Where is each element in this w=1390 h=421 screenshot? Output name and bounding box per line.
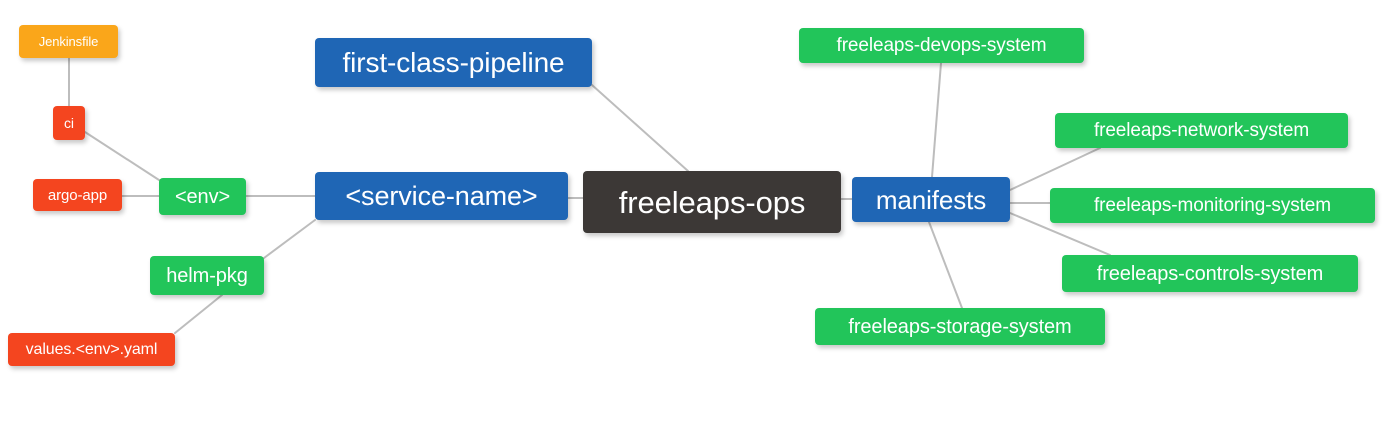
edge-service-name-to-helm-pkg — [263, 219, 316, 259]
edge-helm-pkg-to-values-yaml — [174, 294, 223, 334]
edge-ci-to-env — [84, 131, 160, 181]
edge-manifests-to-freeleaps-network-system — [1009, 147, 1101, 191]
node-ci[interactable]: ci — [53, 106, 85, 140]
node-first-class-pipeline[interactable]: first-class-pipeline — [315, 38, 592, 87]
node-jenkinsfile[interactable]: Jenkinsfile — [19, 25, 118, 58]
node-manifests[interactable]: manifests — [852, 177, 1010, 222]
node-freeleaps-devops-system[interactable]: freeleaps-devops-system — [799, 28, 1084, 63]
node-service-name[interactable]: <service-name> — [315, 172, 568, 220]
edge-manifests-to-freeleaps-storage-system — [928, 221, 963, 309]
node-freeleaps-monitoring-system[interactable]: freeleaps-monitoring-system — [1050, 188, 1375, 223]
node-argo-app[interactable]: argo-app — [33, 179, 122, 211]
node-freeleaps-ops[interactable]: freeleaps-ops — [583, 171, 841, 233]
node-values-yaml[interactable]: values.<env>.yaml — [8, 333, 175, 366]
node-freeleaps-controls-system[interactable]: freeleaps-controls-system — [1062, 255, 1358, 292]
node-freeleaps-network-system[interactable]: freeleaps-network-system — [1055, 113, 1348, 148]
edge-first-class-pipeline-to-freeleaps-ops — [591, 84, 689, 172]
node-helm-pkg[interactable]: helm-pkg — [150, 256, 264, 295]
node-env[interactable]: <env> — [159, 178, 246, 215]
node-freeleaps-storage-system[interactable]: freeleaps-storage-system — [815, 308, 1105, 345]
edge-manifests-to-freeleaps-devops-system — [931, 62, 942, 178]
